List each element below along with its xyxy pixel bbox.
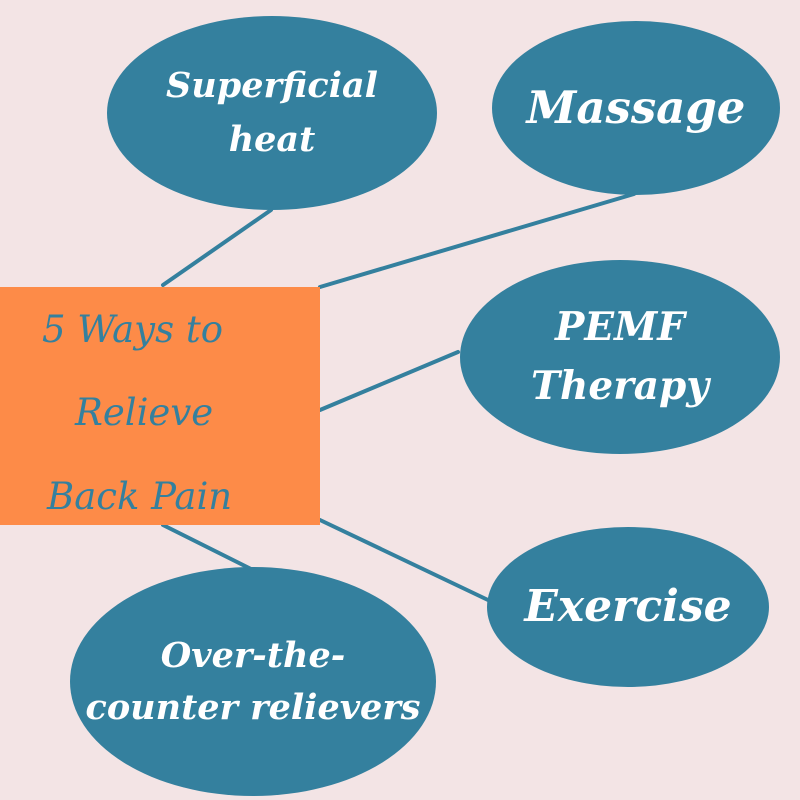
node-superficial-heat-line-2: heat [228, 119, 316, 160]
node-otc-line-1: Over-the- [160, 634, 346, 676]
node-massage: Massage [492, 21, 780, 195]
node-exercise-label: Exercise [524, 580, 732, 632]
node-massage-label: Massage [526, 81, 746, 134]
node-superficial-heat-line-1: Superficial [166, 65, 378, 106]
connector-superficial-heat [161, 208, 273, 287]
node-otc-line-2: counter relievers [85, 686, 421, 728]
node-superficial-heat: Superficial heat [107, 16, 437, 210]
central-topic-line-2: Relieve [75, 391, 214, 434]
node-pemf-line-1: PEMF [555, 304, 685, 351]
central-topic: 5 Ways to Relieve Back Pain [0, 287, 320, 525]
central-topic-line-1: 5 Ways to [42, 308, 223, 351]
node-pemf-line-2: Therapy [531, 363, 709, 409]
node-pemf-therapy: PEMF Therapy [460, 260, 780, 454]
node-exercise: Exercise [487, 527, 769, 687]
connector-exercise [318, 518, 490, 602]
central-topic-line-3: Back Pain [47, 475, 233, 518]
connector-pemf [318, 350, 460, 412]
connector-massage [318, 192, 636, 289]
connector-otc [161, 523, 255, 572]
node-otc-relievers: Over-the- counter relievers [70, 567, 436, 796]
